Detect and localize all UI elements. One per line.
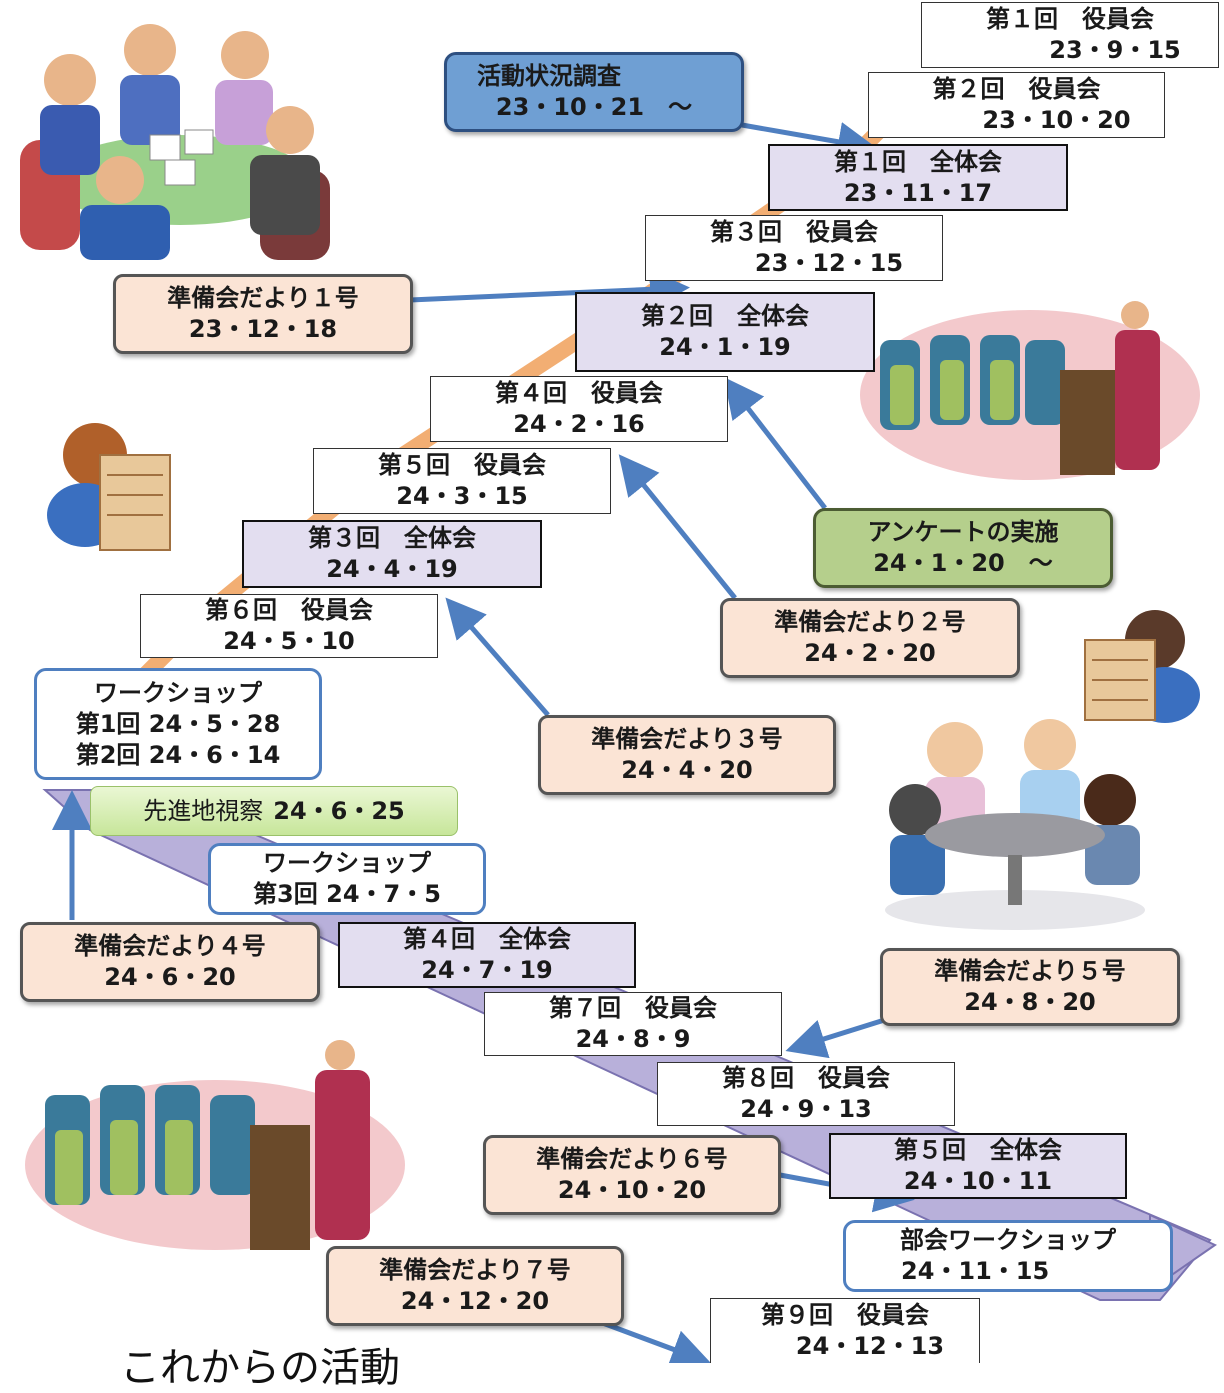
meeting-zentai-5: 第５回 全体会 24・10・11 — [829, 1133, 1127, 1199]
meeting-title: 第６回 役員会 — [205, 596, 373, 624]
meeting-yakuin-4: 第４回 役員会 24・2・16 — [430, 376, 728, 442]
newsletter-date: 24・2・20 — [804, 639, 936, 667]
meeting-date: 24・3・15 — [396, 482, 528, 510]
workshop-3: ワークショップ 第3回 24・7・5 — [208, 843, 486, 915]
workshop-1-2: ワークショップ 第1回 24・5・28 第2回 24・6・14 — [34, 668, 322, 780]
newsletter-2: 準備会だより２号 24・2・20 — [720, 598, 1020, 678]
newsletter-date: 24・6・20 — [104, 963, 236, 991]
meeting-date: 24・9・13 — [740, 1095, 872, 1123]
arrow-news1 — [409, 269, 690, 310]
meeting-title: 第７回 役員会 — [549, 994, 717, 1022]
meeting-title: 第２回 全体会 — [641, 302, 809, 330]
newsletter-title: 準備会だより６号 — [536, 1145, 728, 1173]
meeting-title: 第２回 役員会 — [932, 75, 1101, 103]
workshop-date: 24・11・15 — [901, 1257, 1050, 1285]
upcoming-activities-heading: これからの活動 — [120, 1345, 400, 1391]
meeting-date: 23・9・15 — [1049, 36, 1181, 64]
workshop-session: 第1回 24・5・28 — [75, 709, 281, 738]
meeting-title: 第１回 全体会 — [834, 147, 1002, 176]
site-visit-date: 24・6・25 — [273, 796, 405, 825]
newsletter-date: 24・4・20 — [621, 756, 753, 784]
meeting-zentai-1: 第１回 全体会 23・11・17 — [768, 144, 1068, 211]
meeting-date: 24・2・16 — [513, 410, 645, 438]
meeting-zentai-3: 第３回 全体会 24・4・19 — [242, 520, 542, 588]
arrow-news2 — [618, 454, 737, 600]
meeting-yakuin-8: 第８回 役員会 24・9・13 — [657, 1062, 955, 1126]
newsletter-1: 準備会だより１号 23・12・18 — [113, 274, 413, 354]
reader-clipart-left — [47, 423, 171, 551]
meeting-yakuin-7: 第７回 役員会 24・8・9 — [484, 992, 782, 1056]
newsletter-title: 準備会だより４号 — [74, 932, 266, 960]
meeting-date: 23・12・15 — [754, 249, 904, 277]
survey-title: 活動状況調査 — [477, 62, 621, 90]
workshop-session: 第2回 24・6・14 — [75, 740, 281, 769]
newsletter-title: 準備会だより７号 — [379, 1256, 571, 1284]
newsletter-3: 準備会だより３号 24・4・20 — [538, 715, 836, 795]
arrow-news3 — [445, 597, 550, 717]
meeting-title: 第８回 役員会 — [722, 1064, 890, 1092]
newsletter-date: 24・8・20 — [964, 988, 1096, 1016]
newsletter-7: 準備会だより７号 24・12・20 — [326, 1246, 624, 1326]
site-visit-box: 先進地視察 24・6・25 — [90, 786, 458, 836]
newsletter-6: 準備会だより６号 24・10・20 — [483, 1135, 781, 1215]
workshop-title: ワークショップ — [263, 849, 431, 877]
enquete-date: 24・1・20 ～ — [873, 549, 1053, 577]
arrows-layer — [52, 122, 915, 1363]
survey-box: 活動状況調査 23・10・21 ～ — [444, 52, 744, 132]
meeting-zentai-4: 第４回 全体会 24・7・19 — [338, 922, 636, 988]
meeting-yakuin-9: 第９回 役員会 24・12・13 — [710, 1298, 980, 1363]
newsletter-4: 準備会だより４号 24・6・20 — [20, 922, 320, 1002]
meeting-date: 24・7・19 — [421, 956, 553, 984]
meeting-date: 24・8・9 — [575, 1025, 691, 1053]
meeting-yakuin-3: 第３回 役員会 23・12・15 — [645, 215, 943, 281]
meeting-title: 第３回 全体会 — [308, 524, 476, 552]
arrow-survey — [741, 122, 878, 162]
meeting-zentai-2: 第２回 全体会 24・1・19 — [575, 292, 875, 372]
survey-date: 23・10・21 ～ — [495, 93, 693, 121]
newsletter-date: 23・12・18 — [188, 315, 338, 343]
meeting-yakuin-5: 第５回 役員会 24・3・15 — [313, 448, 611, 514]
meeting-title: 第５回 役員会 — [378, 451, 546, 479]
reader-clipart-right — [1084, 610, 1200, 723]
discussion-clipart — [885, 719, 1145, 930]
meeting-yakuin-6: 第６回 役員会 24・5・10 — [140, 594, 438, 658]
meeting-title: 第９回 役員会 — [761, 1301, 929, 1329]
meeting-yakuin-1: 第１回 役員会 23・9・15 — [921, 2, 1219, 68]
newsletter-date: 24・10・20 — [557, 1176, 707, 1204]
newsletter-title: 準備会だより１号 — [167, 284, 359, 312]
meeting-yakuin-2: 第２回 役員会 23・10・20 — [868, 72, 1165, 138]
newsletter-title: 準備会だより２号 — [774, 608, 966, 636]
lecture-clipart-bottom — [25, 1040, 405, 1250]
newsletter-title: 準備会だより３号 — [591, 725, 783, 753]
meeting-date: 24・12・13 — [795, 1332, 945, 1360]
workshop-title: 部会ワークショップ — [900, 1226, 1116, 1254]
arrow-news7 — [599, 1319, 712, 1363]
meeting-date: 23・10・20 — [982, 106, 1131, 134]
survey-enquete-box: アンケートの実施 24・1・20 ～ — [813, 508, 1113, 588]
meeting-clipart — [20, 24, 330, 260]
newsletter-5: 準備会だより５号 24・8・20 — [880, 948, 1180, 1026]
meeting-date: 24・4・19 — [326, 555, 458, 583]
site-visit-title: 先進地視察 — [143, 796, 264, 825]
newsletter-title: 準備会だより５号 — [934, 957, 1126, 985]
newsletter-date: 24・12・20 — [400, 1287, 550, 1315]
meeting-title: 第１回 役員会 — [986, 5, 1154, 33]
meeting-title: 第５回 全体会 — [894, 1136, 1062, 1164]
meeting-title: 第３回 役員会 — [710, 218, 878, 246]
arrow-enquete — [723, 377, 827, 510]
meeting-date: 24・5・10 — [223, 627, 355, 655]
workshop-title: ワークショップ — [94, 678, 262, 707]
meeting-title: 第４回 全体会 — [403, 925, 571, 953]
meeting-date: 24・1・19 — [659, 333, 791, 361]
workshop-session: 第3回 24・7・5 — [253, 880, 441, 908]
meeting-date: 24・10・11 — [903, 1167, 1053, 1195]
lecture-clipart-top — [860, 301, 1200, 480]
subcommittee-workshop: 部会ワークショップ 24・11・15 — [843, 1220, 1173, 1292]
meeting-title: 第４回 役員会 — [495, 379, 663, 407]
meeting-date: 23・11・17 — [843, 178, 993, 207]
enquete-title: アンケートの実施 — [867, 518, 1059, 546]
